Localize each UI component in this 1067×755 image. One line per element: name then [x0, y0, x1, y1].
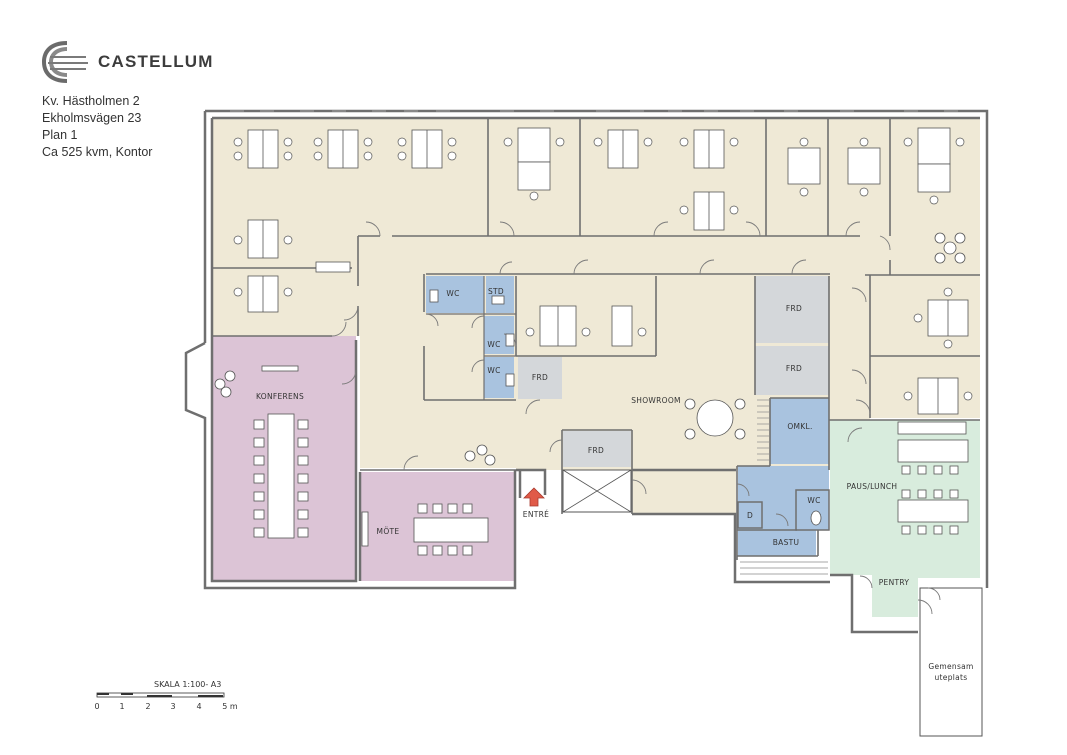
- property-info: Kv. Hästholmen 2 Ekholmsvägen 23 Plan 1 …: [42, 93, 152, 161]
- wc-label-2: WC: [487, 340, 500, 349]
- area-label: Ca 525 kvm, Kontor: [42, 145, 153, 159]
- entre-label: ENTRÉ: [523, 510, 549, 519]
- frd-room-2: [563, 431, 631, 467]
- bastu-label: BASTU: [773, 538, 800, 547]
- std-room: [486, 276, 514, 313]
- frd-room-4: [755, 346, 829, 395]
- std-label: STD: [488, 287, 504, 296]
- wc-fixtures: [429, 289, 822, 526]
- wc-label-1: WC: [446, 289, 459, 298]
- frd-label-2: FRD: [588, 446, 604, 455]
- outdoor-label-2: uteplats: [935, 673, 968, 682]
- omkl-label: OMKL.: [787, 422, 812, 431]
- pentry-label: PENTRY: [879, 578, 910, 587]
- walls: [184, 109, 989, 634]
- castellum-logo: [42, 41, 88, 83]
- paus-lunch-label: PAUS/LUNCH: [847, 482, 898, 491]
- property-name: Kv. Hästholmen 2: [42, 94, 140, 108]
- floor-label: Plan 1: [42, 128, 78, 142]
- d-room: [737, 501, 763, 529]
- scale-tick-5: 5 m: [222, 702, 238, 711]
- scale-bar: SKALA 1:100- A3 0 1 2 3 4 5 m: [94, 680, 237, 711]
- scale-tick-3: 3: [170, 702, 175, 711]
- showroom-table: [684, 232, 966, 440]
- entrance-arrow-icon: [523, 487, 545, 507]
- wc-label-4: WC: [807, 496, 820, 505]
- frd-room-1: [518, 357, 562, 399]
- meeting-table: [361, 503, 489, 556]
- lunch-tables: [897, 421, 969, 535]
- frd-label-1: FRD: [532, 373, 548, 382]
- property-address: Ekholmsvägen 23: [42, 111, 142, 125]
- omkl-room: [770, 398, 829, 464]
- mote-label: MÖTE: [377, 527, 400, 536]
- brand-name: CASTELLUM: [98, 52, 214, 71]
- d-label: D: [747, 511, 753, 520]
- scale-label: SKALA 1:100- A3: [154, 680, 221, 689]
- frd-room-3: [755, 276, 829, 343]
- scale-tick-1: 1: [119, 702, 124, 711]
- wc-label-3: WC: [487, 366, 500, 375]
- plants: [214, 370, 496, 466]
- chairs: [233, 137, 973, 401]
- outdoor-area: [919, 587, 983, 737]
- desks: [247, 127, 969, 415]
- conference-table: [253, 365, 309, 539]
- bastu-room: [738, 530, 816, 556]
- scale-tick-4: 4: [196, 702, 201, 711]
- showroom-label: SHOWROOM: [631, 396, 681, 405]
- doors: [331, 221, 941, 615]
- frd-label-3: FRD: [786, 304, 802, 313]
- frd-label-4: FRD: [786, 364, 802, 373]
- scale-tick-0: 0: [94, 702, 99, 711]
- outdoor-label-1: Gemensam: [928, 662, 973, 671]
- konferens-label: KONFERENS: [256, 392, 304, 401]
- scale-tick-2: 2: [145, 702, 150, 711]
